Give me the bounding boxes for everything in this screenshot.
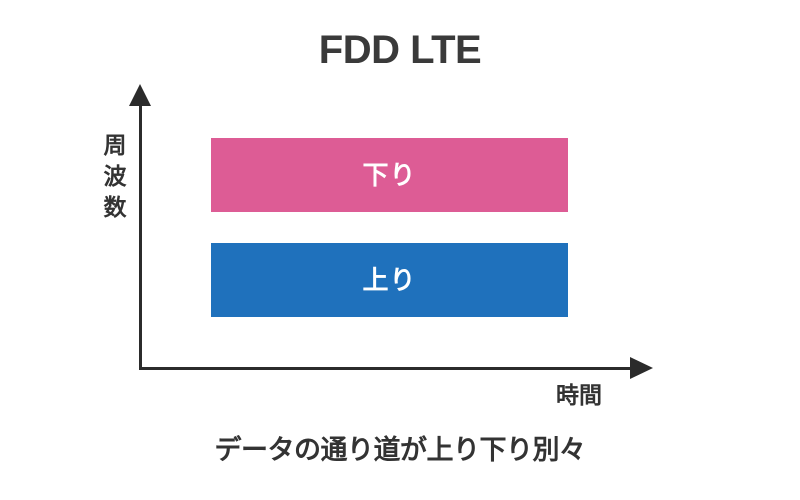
y-axis-line — [139, 103, 142, 370]
chart-title: FDD LTE — [318, 28, 482, 72]
bar-downlink-label: 下り — [362, 160, 417, 190]
y-axis-arrow-icon — [129, 84, 151, 106]
x-axis-arrow-icon — [630, 357, 653, 379]
x-axis-line — [139, 367, 636, 370]
diagram-caption: データの通り道が上り下り別々 — [214, 435, 587, 465]
bar-uplink-label: 上り — [362, 265, 417, 295]
x-axis-label: 時間 — [556, 382, 602, 408]
y-axis-label: 周波数 — [103, 132, 127, 220]
bar-downlink: 下り — [211, 138, 568, 212]
bar-uplink: 上り — [211, 243, 568, 317]
